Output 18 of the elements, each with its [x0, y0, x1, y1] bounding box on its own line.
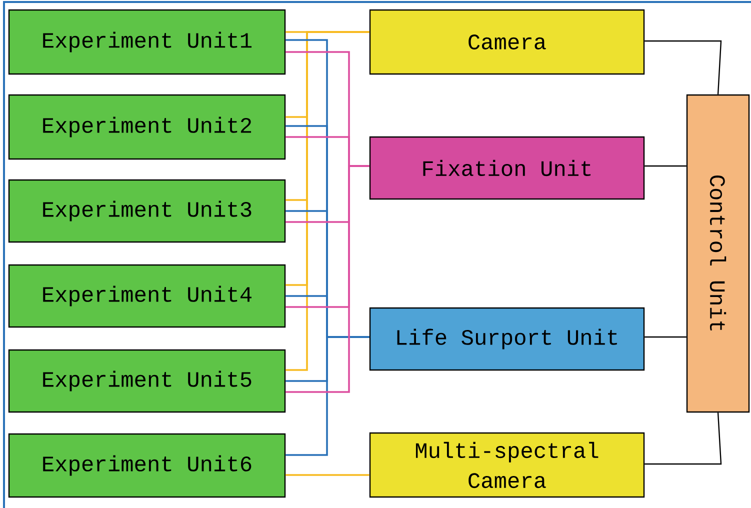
- device-box: Fixation Unit: [369, 136, 645, 200]
- connector-line: [644, 412, 722, 465]
- connector-line: [644, 336, 686, 338]
- connector-line: [286, 336, 370, 456]
- device-box: Life Surport Unit: [369, 307, 645, 371]
- control-box: Control Unit: [686, 94, 750, 413]
- unit-box: Experiment Unit3: [8, 179, 286, 243]
- unit-box: Experiment Unit1: [8, 9, 286, 75]
- device-box: Camera: [369, 9, 645, 75]
- connector-line: [286, 165, 370, 393]
- connector-line: [644, 165, 686, 167]
- unit-box: Experiment Unit2: [8, 94, 286, 160]
- unit-box: Experiment Unit6: [8, 433, 286, 498]
- connector-line: [286, 474, 370, 476]
- unit-box: Experiment Unit4: [8, 264, 286, 328]
- unit-box: Experiment Unit5: [8, 349, 286, 413]
- connector-line: [644, 40, 722, 94]
- device-box: Multi-spectral Camera: [369, 432, 645, 498]
